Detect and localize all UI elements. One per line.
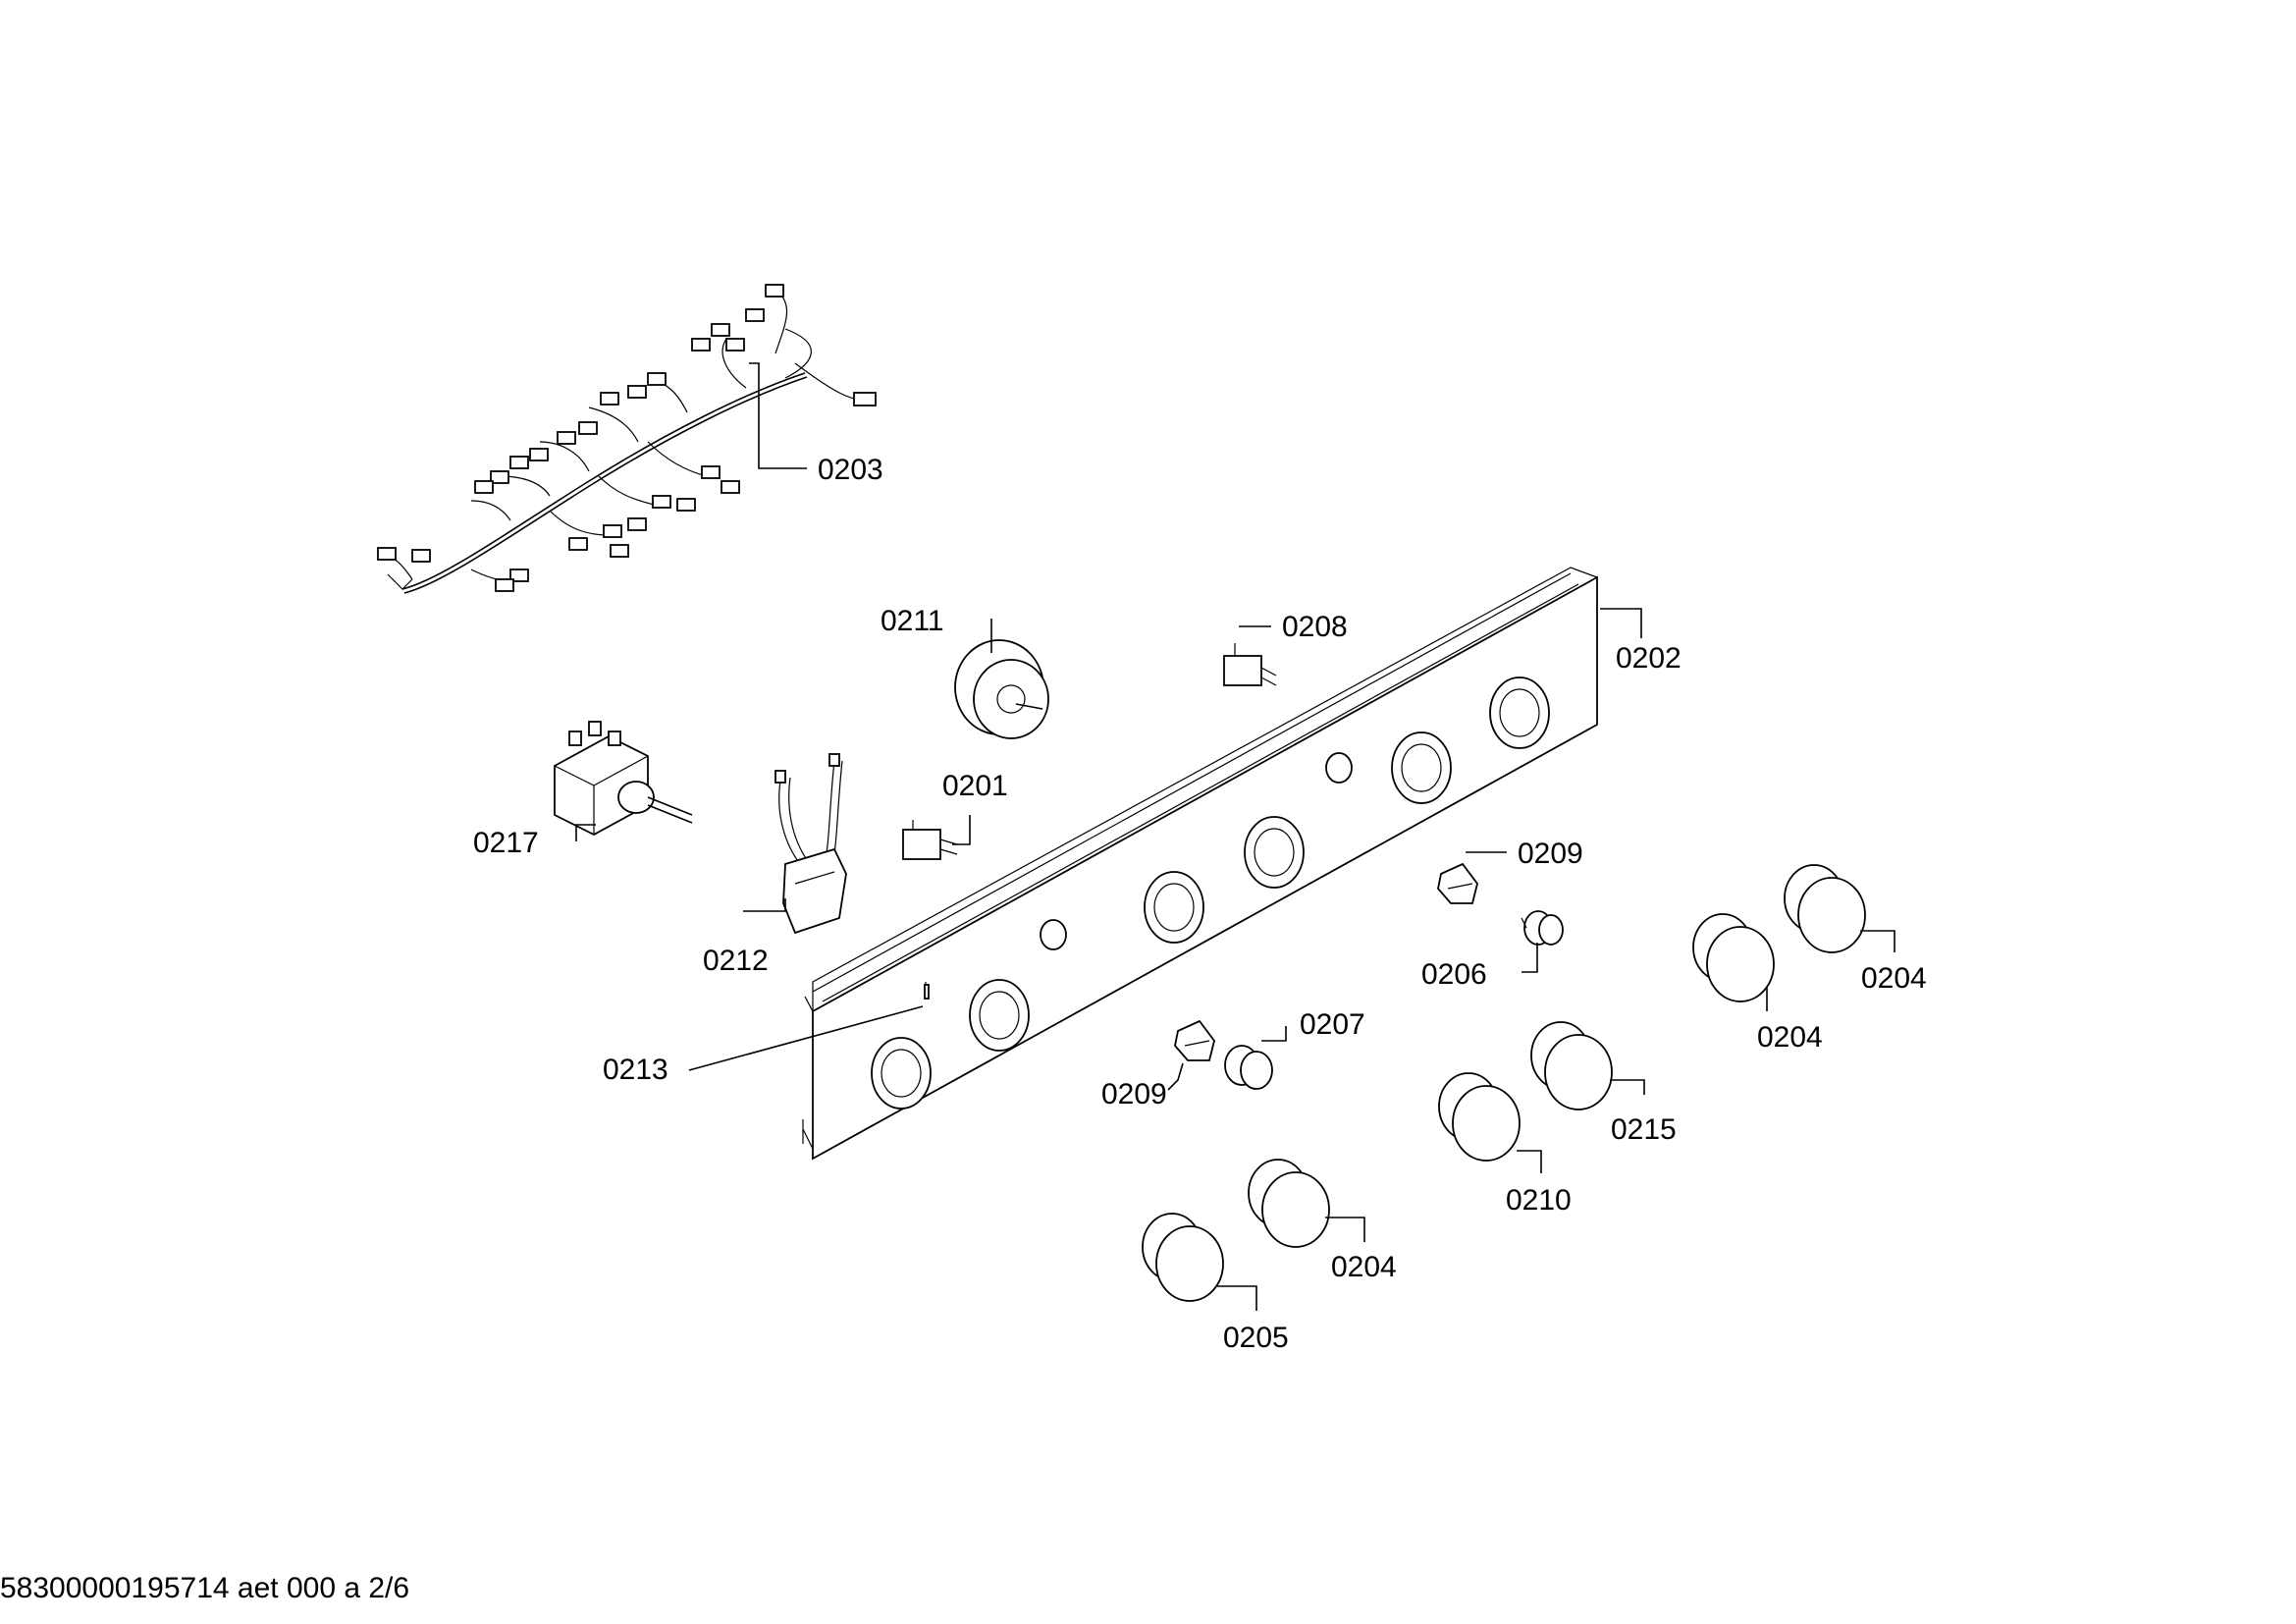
wiring-harness	[377, 284, 877, 594]
panel-hole	[1040, 919, 1067, 950]
panel-opening	[1144, 871, 1204, 944]
knob-0210	[1438, 1072, 1521, 1162]
label-0217: 0217	[473, 827, 539, 859]
document-reference: 58300000195714 aet 000 a 2/6	[0, 1572, 409, 1604]
label-0208: 0208	[1282, 611, 1348, 643]
label-0204-top-right: 0204	[1861, 962, 1927, 995]
label-0213: 0213	[603, 1054, 668, 1086]
label-0203: 0203	[818, 454, 883, 486]
label-0215: 0215	[1611, 1113, 1677, 1146]
panel-opening	[1391, 731, 1452, 804]
selector-switch	[554, 721, 693, 837]
panel-opening	[969, 979, 1030, 1052]
panel-opening	[871, 1037, 932, 1110]
panel-slot	[924, 984, 930, 1000]
label-0204-mid-right: 0204	[1757, 1021, 1823, 1054]
label-0210: 0210	[1506, 1184, 1572, 1217]
lamp-holder-upper	[1437, 862, 1478, 904]
lamp-cap	[1224, 1045, 1273, 1090]
knob-0204-mid-right	[1692, 913, 1775, 1002]
label-0209-lower: 0209	[1101, 1078, 1167, 1110]
knob-0204-bottom	[1248, 1159, 1330, 1248]
label-0204-bottom: 0204	[1331, 1251, 1397, 1283]
panel-hole	[1325, 752, 1353, 784]
lamp-holder-lower	[1174, 1019, 1215, 1061]
control-panel	[802, 567, 1598, 1161]
terminal-block	[774, 753, 847, 935]
knob-0205	[1142, 1213, 1224, 1302]
knob-0204-top-right	[1784, 864, 1866, 953]
panel-opening	[1489, 677, 1550, 749]
label-0201: 0201	[942, 770, 1008, 802]
label-0211: 0211	[881, 605, 944, 637]
label-0206: 0206	[1421, 958, 1487, 991]
label-0202: 0202	[1616, 642, 1682, 675]
push-button	[1521, 910, 1564, 946]
microswitch-0201	[902, 820, 958, 860]
knob-0215	[1530, 1021, 1613, 1110]
timer-motor	[954, 639, 1049, 739]
microswitch-0208	[1223, 643, 1277, 686]
label-0212: 0212	[703, 945, 769, 977]
panel-opening	[1244, 816, 1305, 889]
label-0205: 0205	[1223, 1322, 1289, 1354]
label-0207: 0207	[1300, 1008, 1365, 1041]
leader-lines	[575, 362, 1896, 1311]
label-0209-upper: 0209	[1518, 838, 1583, 870]
